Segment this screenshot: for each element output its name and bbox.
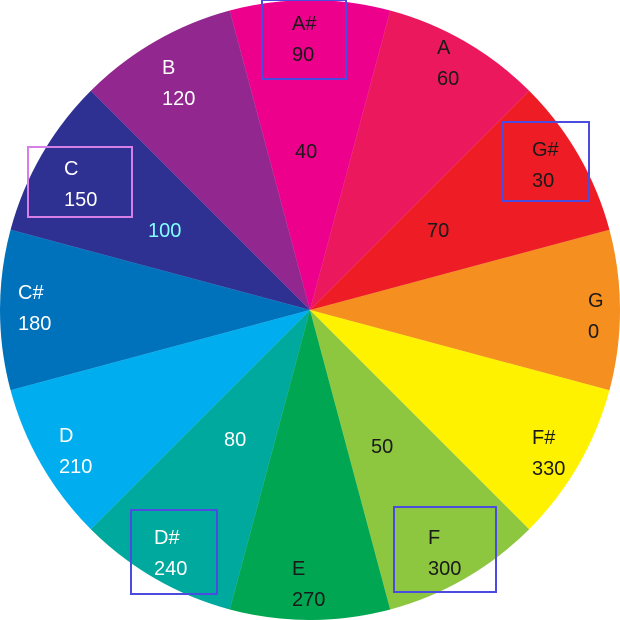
angle-label-asharp: 90 (292, 44, 314, 66)
note-label-f: F (428, 527, 440, 549)
note-label-e: E (292, 558, 305, 580)
sector-asharp (229, 0, 391, 310)
inner-labels: 40 70 100 80 50 (148, 141, 449, 458)
angle-label-g: 0 (588, 321, 599, 343)
note-label-gsharp: G# (532, 139, 560, 161)
inner-label-40: 40 (295, 141, 317, 163)
sector-d (10, 310, 311, 530)
highlight-box-dsharp (130, 509, 218, 595)
angle-label-d: 210 (59, 456, 92, 478)
angle-label-dsharp: 240 (154, 558, 187, 580)
sector-a (310, 10, 530, 311)
angle-label-gsharp: 30 (532, 170, 554, 192)
note-label-asharp: A# (292, 13, 317, 35)
highlight-box-c (27, 146, 133, 218)
highlight-box-asharp (261, 0, 347, 80)
sector-fsharp (310, 310, 610, 530)
sector-f (310, 310, 530, 610)
inner-label-70: 70 (427, 220, 449, 242)
angle-label-csharp: 180 (18, 313, 51, 335)
inner-label-50: 50 (371, 436, 393, 458)
angle-label-b: 120 (162, 88, 195, 110)
note-label-d: D (59, 425, 73, 447)
note-label-fsharp: F# (532, 427, 556, 449)
angle-label-c: 150 (64, 189, 97, 211)
angle-label-e: 270 (292, 589, 325, 611)
note-labels: G 0 G# 30 A 60 A# 90 B 120 C 150 C# 180 … (18, 13, 604, 611)
angle-label-a: 60 (437, 68, 459, 90)
angle-label-fsharp: 330 (532, 458, 565, 480)
note-label-c: C (64, 158, 78, 180)
sector-gsharp (310, 90, 610, 310)
sector-csharp (0, 229, 310, 391)
highlight-box-f (393, 506, 497, 593)
angle-label-f: 300 (428, 558, 461, 580)
note-label-b: B (162, 57, 175, 79)
note-label-a: A (437, 37, 451, 59)
note-label-csharp: C# (18, 282, 44, 304)
sector-b (90, 10, 310, 311)
sector-c (10, 90, 311, 310)
note-label-g: G (588, 290, 604, 312)
sector-g (310, 229, 620, 391)
sector-dsharp (90, 310, 310, 610)
note-label-dsharp: D# (154, 527, 180, 549)
inner-label-80: 80 (224, 429, 246, 451)
sector-e (229, 310, 391, 620)
highlight-box-gsharp (502, 121, 590, 202)
inner-label-100: 100 (148, 220, 181, 242)
highlight-boxes (27, 0, 590, 595)
